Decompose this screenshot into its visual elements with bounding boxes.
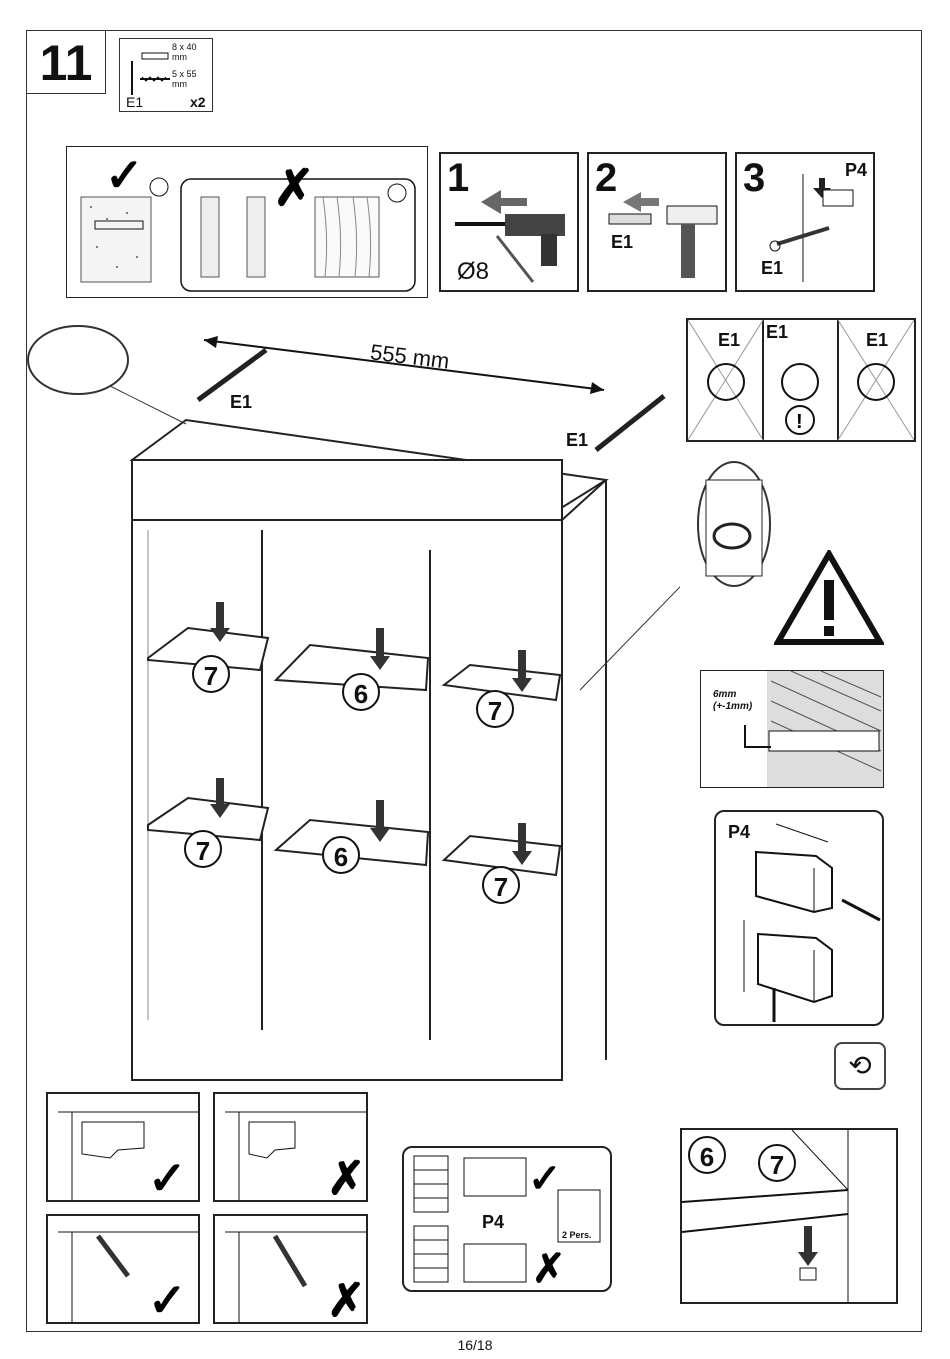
wall-type-illustration: ✓ ✗ [67, 147, 427, 297]
rotation-c: E1 [866, 330, 888, 351]
wall-panel: ✓ ✗ P4 2 Pers. [402, 1146, 612, 1292]
rotation-b: E1 [766, 322, 788, 343]
warning-icon [774, 550, 884, 646]
mount-ok-2: ✓ [46, 1214, 200, 1324]
shelf-label: 7 [192, 655, 230, 693]
svg-text:✓: ✓ [148, 1152, 187, 1200]
mount-bad-2-illustration: ✗ [215, 1216, 366, 1322]
hammer-icon [589, 154, 725, 290]
gap-detail: 6mm (+-1mm) [700, 670, 884, 788]
gap-line-2: (+-1mm) [713, 701, 752, 712]
bracket-illustration [716, 812, 882, 1024]
pin-detail: 6 7 [680, 1128, 898, 1304]
bracket-panel: P4 [714, 810, 884, 1026]
fixing-label-right: E1 [566, 430, 588, 451]
drill-step-3: 3 P4 E1 [735, 152, 875, 292]
dowel-size: 8 x 40 mm [172, 42, 212, 62]
svg-text:✓: ✓ [105, 149, 144, 201]
shelf-label: 6 [322, 836, 360, 874]
hardware-part: E1 [126, 94, 143, 110]
wall-type-panel: ✓ ✗ [66, 146, 428, 298]
rotate-icon: ⟲ [834, 1042, 886, 1090]
step-number: 11 [26, 30, 106, 94]
svg-text:✗: ✗ [532, 1247, 566, 1290]
mount-bad-2: ✗ [213, 1214, 368, 1324]
mount-ok-2-illustration: ✓ [48, 1216, 198, 1322]
drill-step-3-sub: P4 [845, 160, 867, 181]
pin-part-b: 7 [758, 1144, 796, 1182]
svg-text:✗: ✗ [327, 1152, 366, 1200]
wall-panel-label: P4 [482, 1212, 504, 1233]
wall-plug-detail [696, 460, 776, 590]
fixing-label-left: E1 [230, 392, 252, 413]
page-number: 16/18 [0, 1337, 950, 1353]
mount-ok-1: ✓ [46, 1092, 200, 1202]
svg-text:✗: ✗ [273, 160, 315, 216]
svg-text:✓: ✓ [148, 1274, 187, 1322]
persons-label: 2 Pers. [562, 1230, 592, 1240]
rotation-a: E1 [718, 330, 740, 351]
mount-bad-1: ✗ [213, 1092, 368, 1202]
mount-bad-1-illustration: ✗ [215, 1094, 366, 1200]
svg-text:✓: ✓ [528, 1157, 562, 1201]
drill-step-1: 1 Ø8 [439, 152, 579, 292]
hardware-qty: x2 [190, 94, 206, 110]
svg-text:✗: ✗ [327, 1274, 366, 1322]
drill-diameter: Ø8 [457, 258, 489, 286]
drill-step-2: 2 E1 [587, 152, 727, 292]
shelf-label: 7 [184, 830, 222, 868]
shelf-label: 6 [342, 673, 380, 711]
shelf-label: 7 [482, 866, 520, 904]
screw-size: 5 x 55 mm [172, 69, 212, 89]
wall-brick-illustration: ✓ ✗ [404, 1148, 610, 1290]
shelf-label: 7 [476, 690, 514, 728]
rotation-panel: ! E1 E1 E1 [686, 318, 916, 442]
mount-ok-1-illustration: ✓ [48, 1094, 198, 1200]
drill-step-2-part: E1 [611, 232, 633, 253]
drill-step-3-part: E1 [761, 258, 783, 279]
pin-part-a: 6 [688, 1136, 726, 1174]
hardware-box: 8 x 40 mm 5 x 55 mm E1 x2 [119, 38, 213, 112]
svg-text:!: ! [796, 411, 803, 433]
gap-line-1: 6mm [713, 689, 736, 700]
